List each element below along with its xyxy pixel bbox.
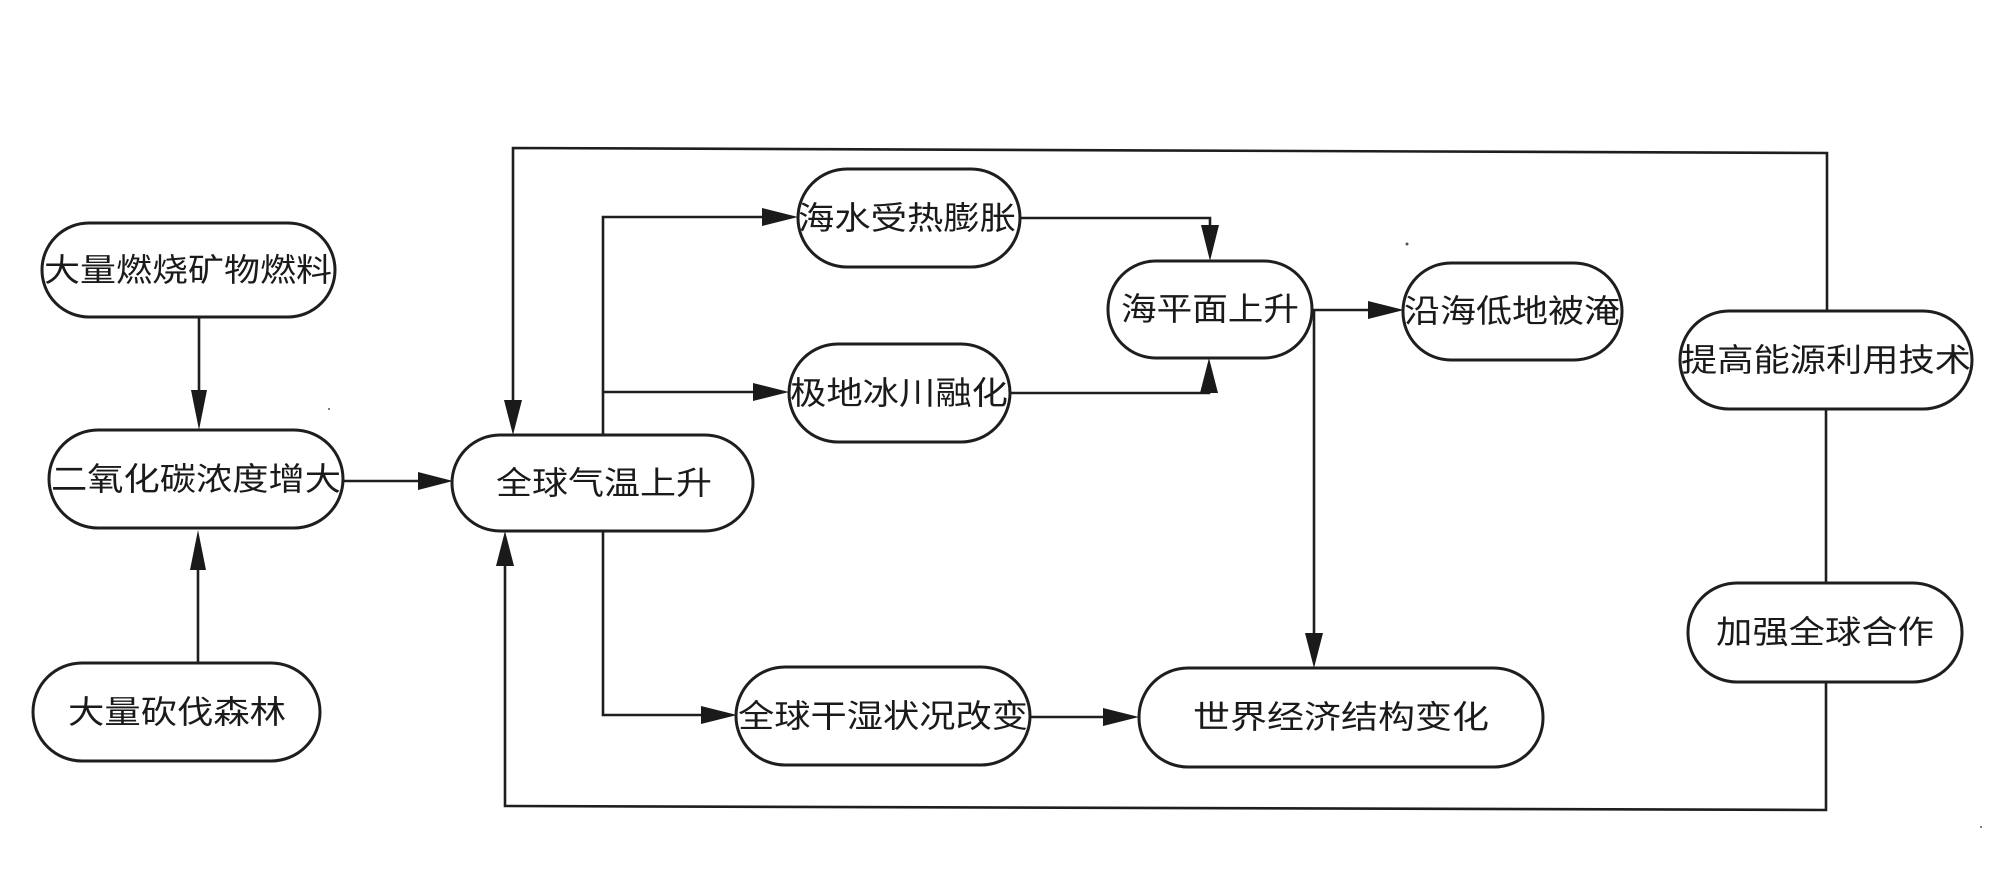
edge-glacier-to-sealevel xyxy=(1010,378,1211,395)
arrowhead-icon xyxy=(496,531,514,566)
node-sea-level-rise[interactable]: 海平面上升 xyxy=(1106,259,1314,360)
arrowhead-icon xyxy=(191,390,207,430)
edge-bottom-feedback-loop xyxy=(503,554,1828,812)
arrowhead-icon xyxy=(1201,225,1219,261)
node-co2-increase[interactable]: 二氧化碳浓度增大 xyxy=(47,428,345,530)
node-label: 全球气温上升 xyxy=(496,464,712,502)
scan-speck xyxy=(1405,242,1409,246)
edge-top-feedback-loop xyxy=(511,146,1829,412)
edge-warming-branch-up xyxy=(601,215,775,435)
edges xyxy=(190,146,1829,812)
arrowhead-icon xyxy=(762,208,798,226)
arrowhead-icon xyxy=(418,472,453,490)
node-label: 世界经济结构变化 xyxy=(1193,698,1489,736)
node-coastal-flooding[interactable]: 沿海低地被淹 xyxy=(1401,261,1624,362)
node-global-cooperation[interactable]: 加强全球合作 xyxy=(1686,581,1964,684)
node-label: 提高能源利用技术 xyxy=(1681,341,1971,379)
node-label: 沿海低地被淹 xyxy=(1404,292,1620,330)
node-thermal-expansion[interactable]: 海水受热膨胀 xyxy=(796,167,1022,269)
node-label: 二氧化碳浓度增大 xyxy=(51,460,341,498)
edge-warming-to-humidity xyxy=(601,531,712,717)
scan-speck xyxy=(328,408,330,410)
node-label: 大量燃烧矿物燃料 xyxy=(44,251,332,289)
node-label: 海平面上升 xyxy=(1121,290,1299,328)
node-label: 大量砍伐森林 xyxy=(68,693,286,731)
node-energy-tech[interactable]: 提高能源利用技术 xyxy=(1678,309,1974,411)
edge-expansion-to-sealevel xyxy=(1020,216,1212,240)
node-economic-change[interactable]: 世界经济结构变化 xyxy=(1137,666,1545,769)
arrowhead-icon xyxy=(1368,301,1404,319)
node-global-warming[interactable]: 全球气温上升 xyxy=(450,433,755,533)
scan-speck xyxy=(1980,826,1982,828)
arrowhead-icon xyxy=(504,400,522,435)
node-label: 海水受热膨胀 xyxy=(798,199,1016,237)
arrowhead-icon xyxy=(701,706,737,724)
arrowhead-icon xyxy=(1200,358,1218,393)
node-label: 加强全球合作 xyxy=(1716,613,1934,651)
node-glacier-melting[interactable]: 极地冰川融化 xyxy=(787,342,1012,444)
arrowhead-icon xyxy=(190,530,206,570)
node-label: 全球干湿状况改变 xyxy=(738,697,1028,735)
node-burn-fossil-fuels[interactable]: 大量燃烧矿物燃料 xyxy=(40,221,337,319)
arrowhead-icon xyxy=(1103,708,1139,726)
arrowhead-icon xyxy=(753,383,789,401)
node-label: 极地冰川融化 xyxy=(790,374,1008,412)
node-humidity-change[interactable]: 全球干湿状况改变 xyxy=(734,665,1032,767)
node-deforestation[interactable]: 大量砍伐森林 xyxy=(31,661,322,763)
arrowhead-icon xyxy=(1305,633,1323,668)
